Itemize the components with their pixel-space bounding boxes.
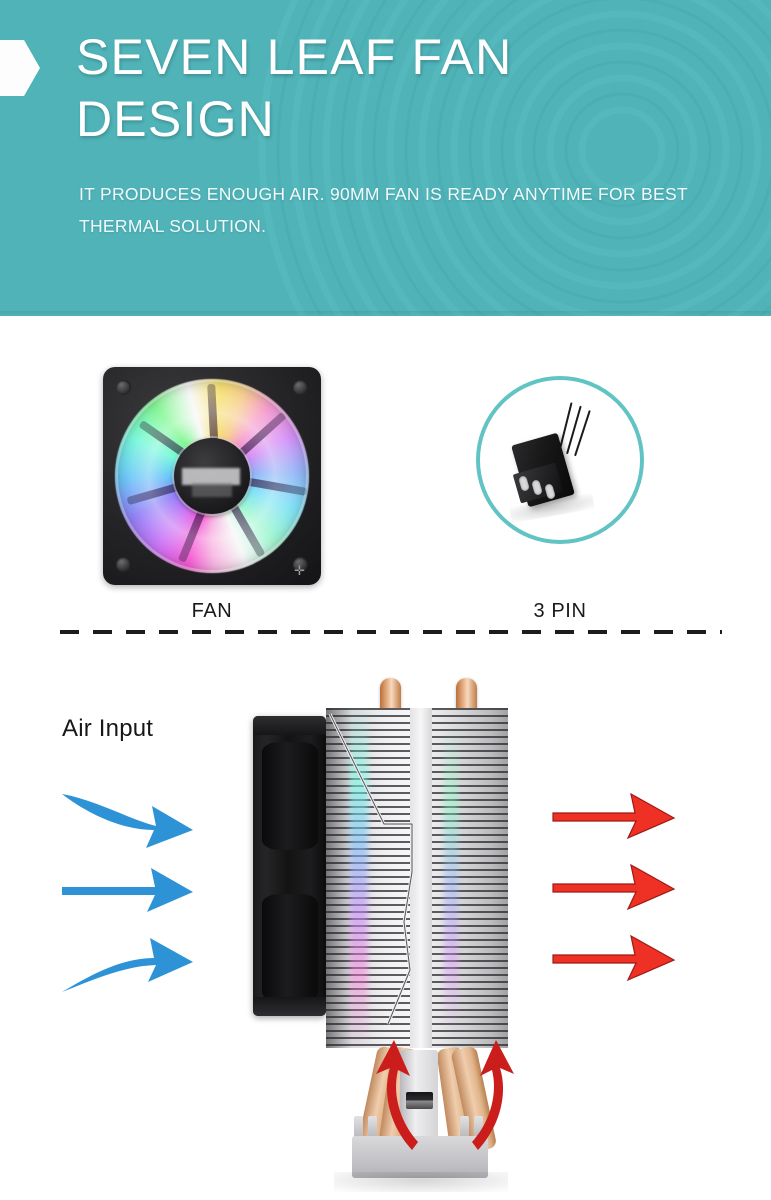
fan-mounting-hole bbox=[116, 557, 131, 572]
fan-hub bbox=[174, 438, 250, 514]
cooler-fan-top-bar bbox=[253, 716, 326, 735]
header-bottom-shadow bbox=[0, 311, 771, 316]
air-inlet-arrow-top bbox=[62, 794, 193, 848]
pin-circle-outline bbox=[476, 376, 644, 544]
fan-frame: ✛ bbox=[103, 367, 321, 585]
section-divider bbox=[60, 630, 722, 634]
air-outlet-arrow-bottom bbox=[552, 934, 676, 982]
airflow-diagram: Air Input bbox=[0, 660, 771, 1200]
base-side-fin bbox=[368, 1116, 377, 1146]
chevron-right-icon bbox=[0, 40, 40, 96]
air-input-label: Air Input bbox=[62, 715, 154, 742]
cooler-fan-side-view bbox=[253, 716, 326, 1016]
page-subtitle: IT PRODUCES ENOUGH AIR. 90MM FAN IS READ… bbox=[79, 184, 688, 236]
cooler-fan-bottom-bar bbox=[253, 997, 326, 1016]
copper-heatpipe-top bbox=[380, 678, 401, 712]
fin-rgb-glow-secondary bbox=[444, 708, 458, 1048]
aluminum-fin-stack bbox=[326, 708, 508, 1048]
pin-caption: 3 PIN bbox=[533, 600, 587, 622]
fin-rgb-glow bbox=[350, 708, 368, 1048]
parts-row: ✛ FAN 3 PIN bbox=[0, 316, 771, 636]
fan-mounting-hole bbox=[293, 380, 308, 395]
air-outlet-arrow-middle bbox=[552, 863, 676, 911]
cooler-fan-vent bbox=[262, 894, 318, 1002]
copper-heatpipe-top bbox=[456, 678, 477, 712]
base-contact-plate bbox=[352, 1136, 488, 1178]
fan-mounting-hole bbox=[293, 557, 308, 572]
base-drop-shadow bbox=[334, 1172, 508, 1192]
three-pin-connector-image bbox=[476, 376, 644, 544]
fan-mounting-hole bbox=[116, 380, 131, 395]
cpu-cooler-assembly bbox=[248, 672, 538, 1200]
air-inlet-arrow-middle bbox=[62, 868, 193, 912]
cooler-fan-vent bbox=[262, 742, 318, 850]
header-banner: SEVEN LEAF FAN DESIGN IT PRODUCES ENOUGH… bbox=[0, 0, 771, 316]
fan-corner-marker-icon: ✛ bbox=[294, 563, 305, 578]
cooler-mounting-base bbox=[324, 1040, 514, 1194]
air-inlet-arrow-bottom bbox=[62, 938, 193, 992]
base-center-window bbox=[406, 1092, 433, 1109]
fan-hub-logo bbox=[182, 468, 240, 485]
fan-hub-logo-secondary bbox=[192, 483, 232, 497]
base-side-fin bbox=[354, 1116, 363, 1146]
air-outlet-arrow-top bbox=[552, 792, 676, 840]
page-title: SEVEN LEAF FAN DESIGN bbox=[76, 29, 513, 147]
fan-caption: FAN bbox=[191, 600, 233, 622]
base-side-fin bbox=[460, 1116, 469, 1146]
fin-center-gap bbox=[410, 708, 432, 1048]
rgb-fan-image: ✛ bbox=[103, 367, 321, 585]
